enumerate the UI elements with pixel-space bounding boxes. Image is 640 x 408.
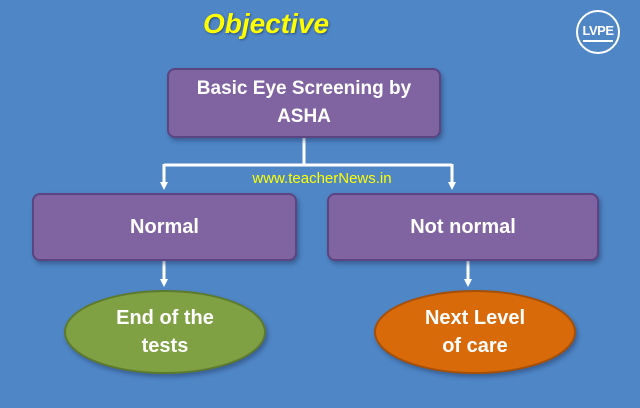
node-basic-eye-screening: Basic Eye Screening by ASHA (167, 68, 441, 138)
node-normal: Normal (32, 193, 297, 261)
node-end-line1: End of the (116, 307, 214, 329)
slide-title: Objective (202, 8, 330, 39)
node-not-normal: Not normal (327, 193, 599, 261)
lvpe-logo: LVPE (576, 10, 620, 54)
node-root-line1: Basic Eye Screening by (196, 78, 412, 99)
node-next-level-of-care: Next Level of care (374, 290, 576, 374)
node-next-line1: Next Level (424, 307, 526, 329)
watermark-text: www.teacherNews.in (252, 170, 392, 187)
node-root-line2: ASHA (277, 106, 331, 127)
node-next-line2: of care (442, 335, 508, 357)
logo-underline (583, 40, 613, 42)
logo-text: LVPE (582, 23, 615, 38)
node-end-of-tests: End of the tests (64, 290, 266, 374)
node-not-normal-label: Not normal (410, 215, 516, 238)
node-end-line2: tests (141, 335, 189, 357)
node-normal-label: Normal (130, 215, 199, 238)
